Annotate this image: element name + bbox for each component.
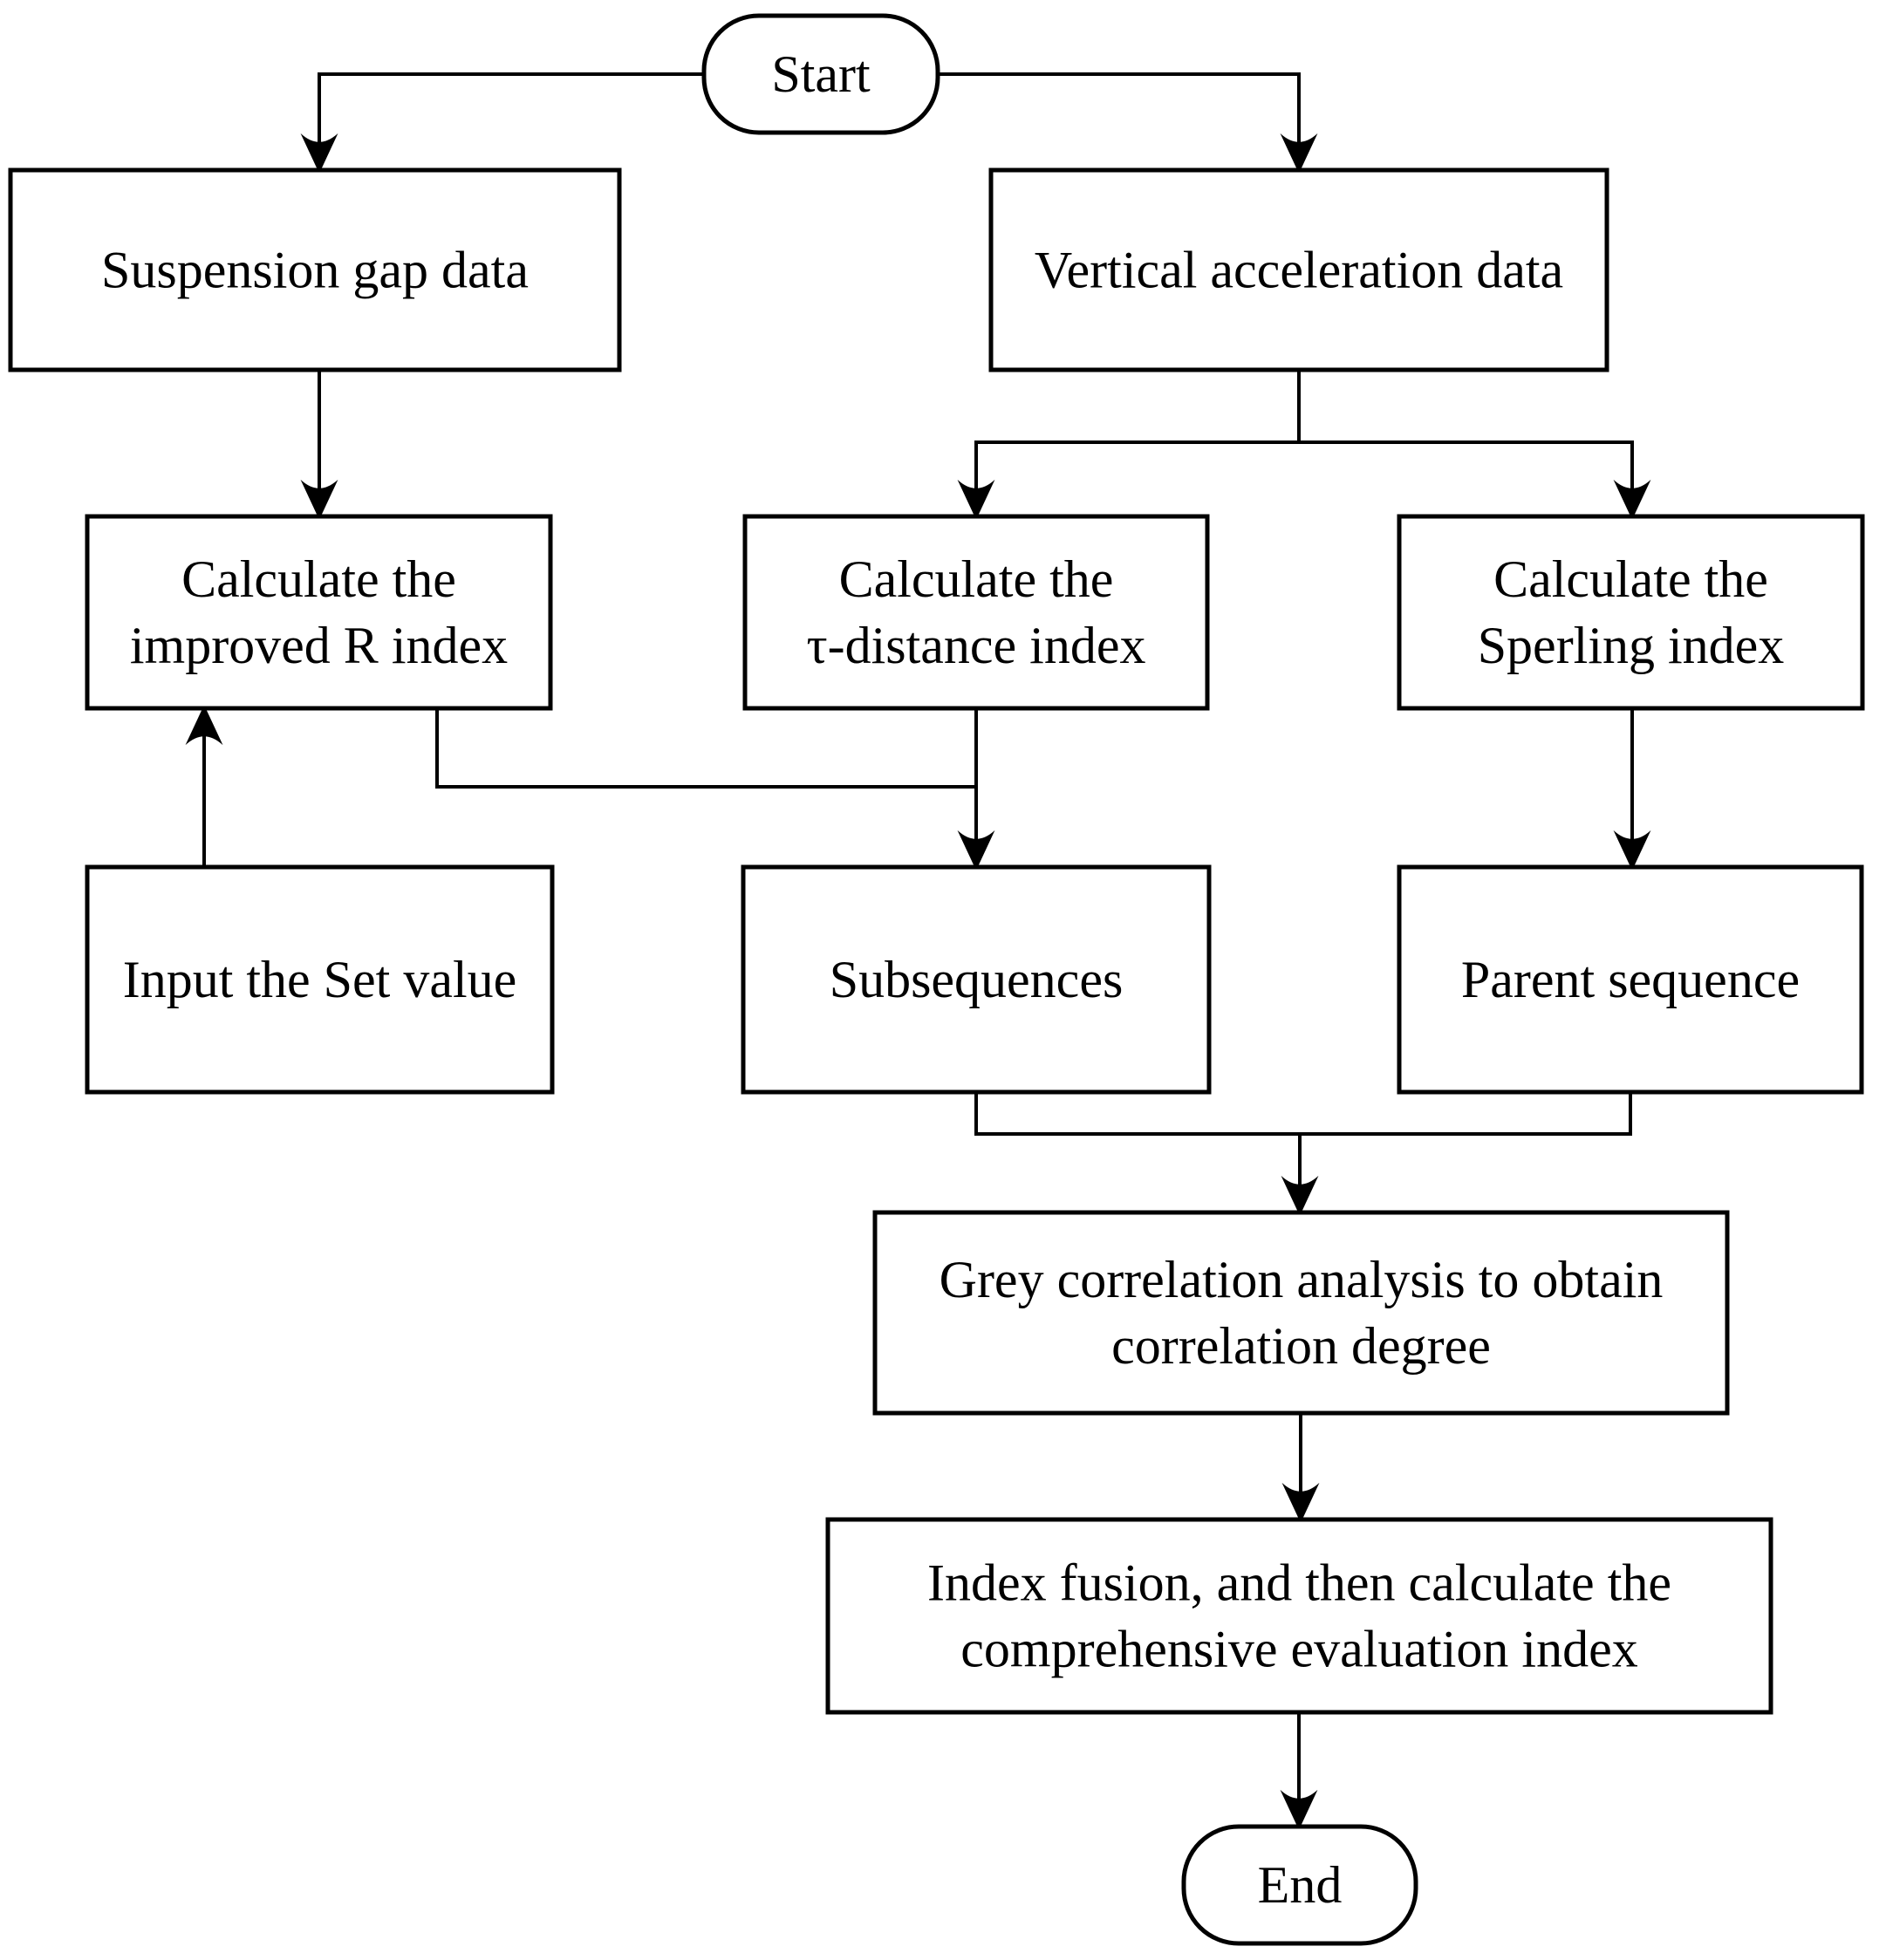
terminator-shape	[1181, 1824, 1418, 1946]
node-input-set-value: Input the Set value	[85, 864, 555, 1095]
node-suspension-gap-data: Suspension gap data	[8, 167, 622, 372]
edge-start-to-vertical	[938, 72, 1318, 174]
process-shape	[741, 864, 1212, 1095]
process-shape	[85, 864, 555, 1095]
process-shape	[85, 514, 553, 711]
process-shape	[1397, 514, 1865, 711]
node-label-vertical-acceleration-data: Vertical acceleration data	[1035, 242, 1563, 299]
node-parent-sequence: Parent sequence	[1397, 864, 1864, 1095]
process-shape	[8, 167, 622, 372]
node-vertical-acceleration-data: Vertical acceleration data	[988, 167, 1609, 372]
terminator-shape	[701, 13, 940, 135]
node-label-start: Start	[771, 45, 871, 103]
node-start: Start	[701, 13, 940, 135]
node-label-end: End	[1258, 1856, 1343, 1914]
edge-vertical-to-tau	[957, 370, 1301, 520]
node-label-suspension-gap-data: Suspension gap data	[101, 242, 529, 299]
node-label-subsequences: Subsequences	[830, 951, 1124, 1008]
process-shape	[825, 1517, 1773, 1715]
process-shape	[742, 514, 1210, 711]
process-shape	[872, 1210, 1730, 1416]
process-shape	[1397, 864, 1864, 1095]
node-subsequences: Subsequences	[741, 864, 1212, 1095]
edge-vertical-to-sperling	[1299, 440, 1651, 520]
edge-collect-subseq-parent	[974, 1092, 1632, 1136]
node-end: End	[1181, 1824, 1418, 1946]
edge-start-to-suspension	[300, 72, 704, 174]
process-shape	[988, 167, 1609, 372]
node-label-input-set-value: Input the Set value	[123, 951, 517, 1008]
edge-improved-r-to-merge	[435, 708, 976, 789]
node-label-parent-sequence: Parent sequence	[1461, 951, 1800, 1008]
